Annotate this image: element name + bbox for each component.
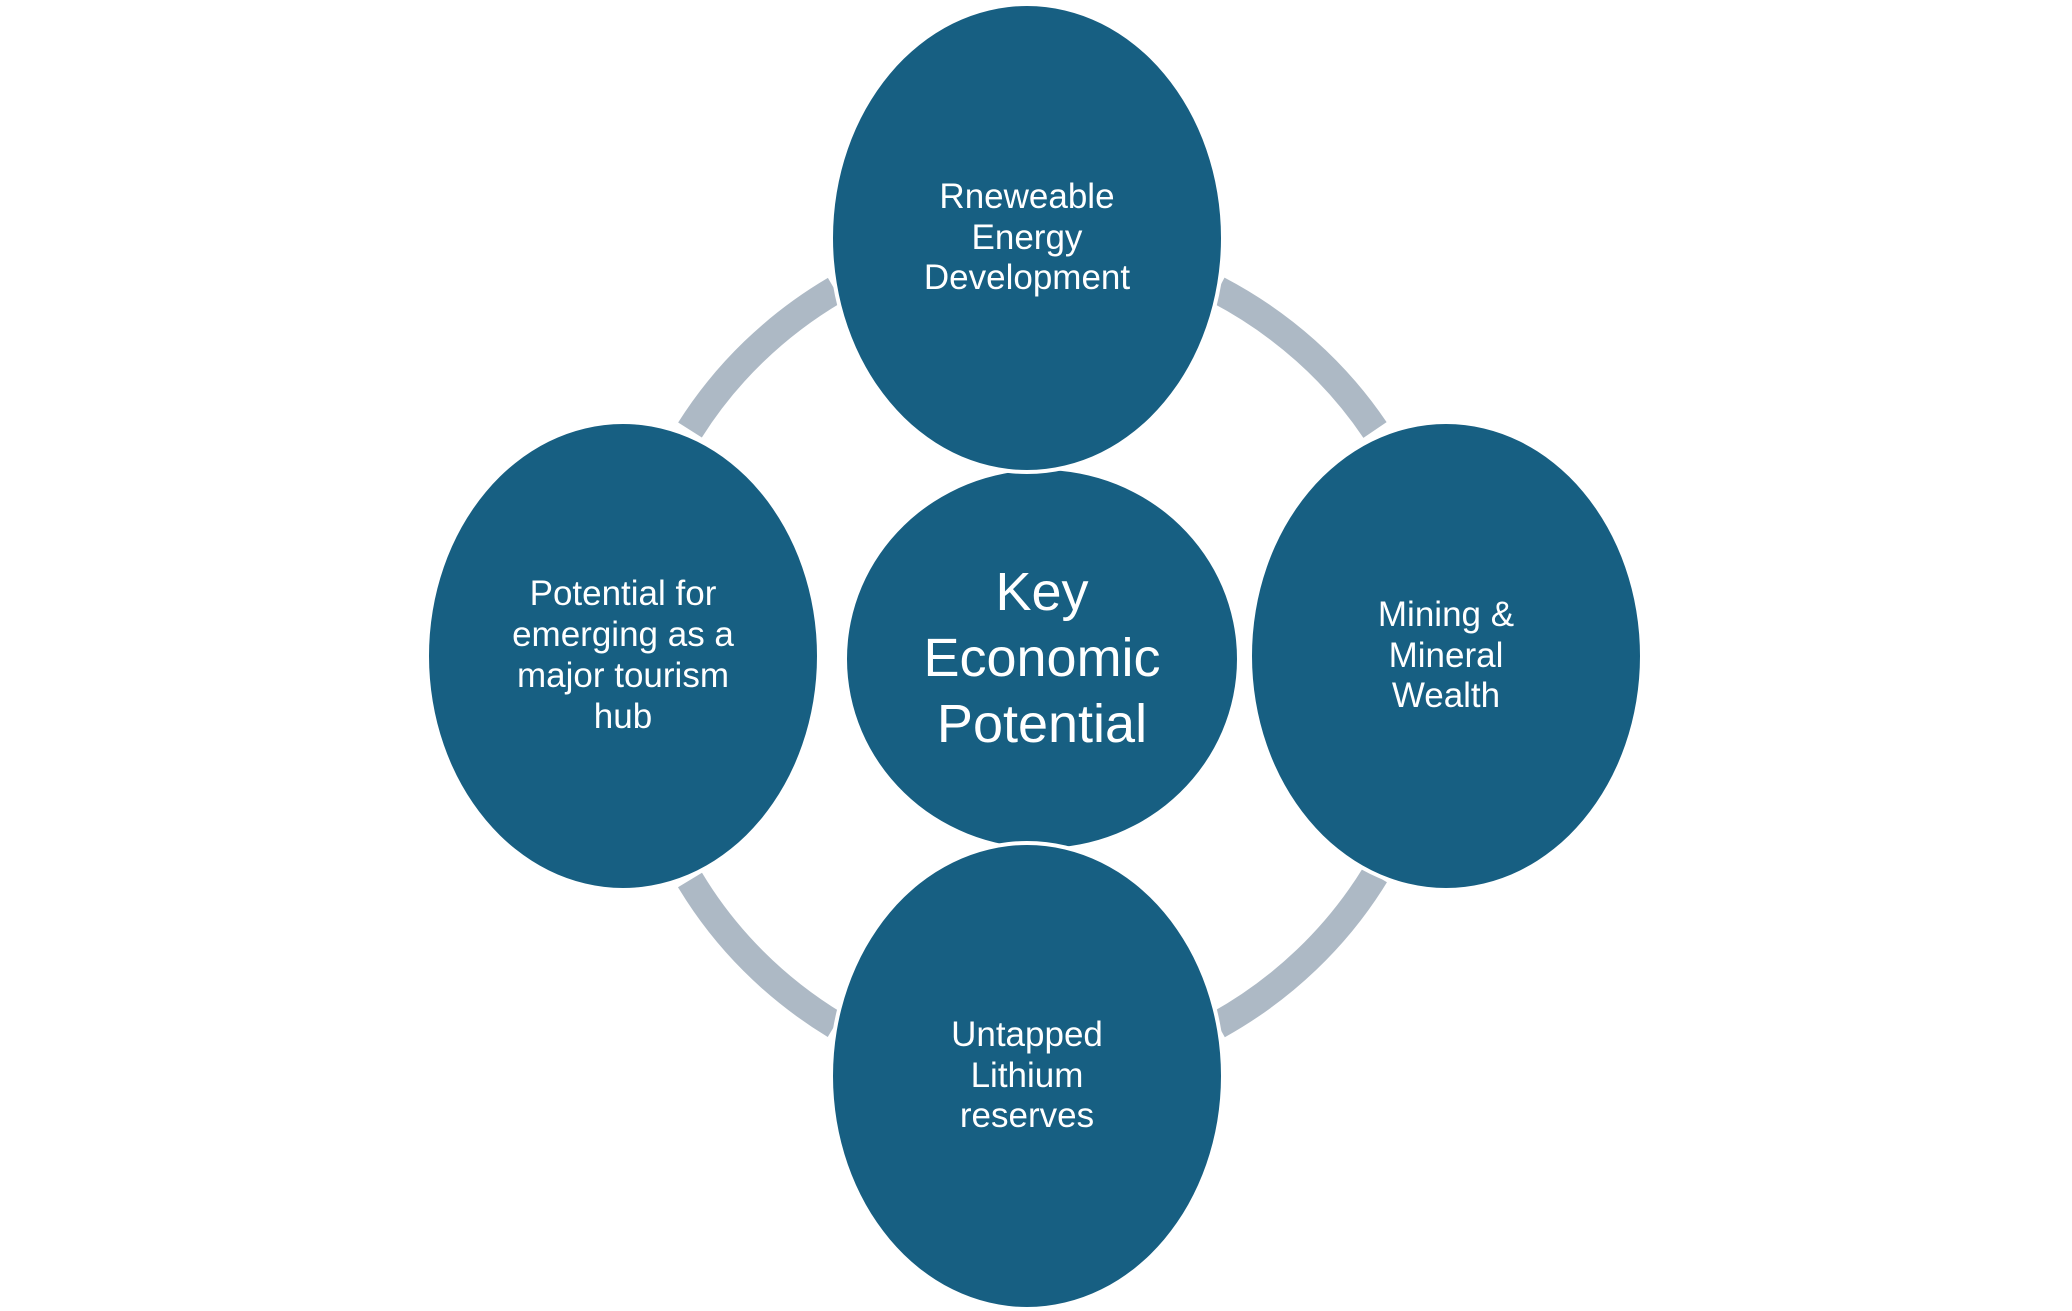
connector-arc-left-top — [678, 277, 843, 438]
node-top-label: Rneweable Energy Development — [923, 176, 1131, 298]
node-right-label: Mining & Mineral Wealth — [1377, 594, 1515, 716]
node-center: Key Economic Potential — [843, 466, 1241, 852]
node-bottom-label: Untapped Lithium reserves — [951, 1014, 1103, 1136]
node-right: Mining & Mineral Wealth — [1248, 420, 1644, 892]
node-bottom: Untapped Lithium reserves — [829, 841, 1225, 1311]
node-top: Rneweable Energy Development — [829, 2, 1225, 474]
node-left-label: Potential for emerging as a major touris… — [512, 574, 734, 736]
connector-arc-top-right — [1211, 277, 1387, 438]
node-center-label: Key Economic Potential — [923, 562, 1161, 754]
node-left: Potential for emerging as a major touris… — [425, 420, 821, 892]
connector-arc-right-bottom — [1211, 867, 1387, 1038]
connector-arc-bottom-left — [678, 872, 843, 1037]
